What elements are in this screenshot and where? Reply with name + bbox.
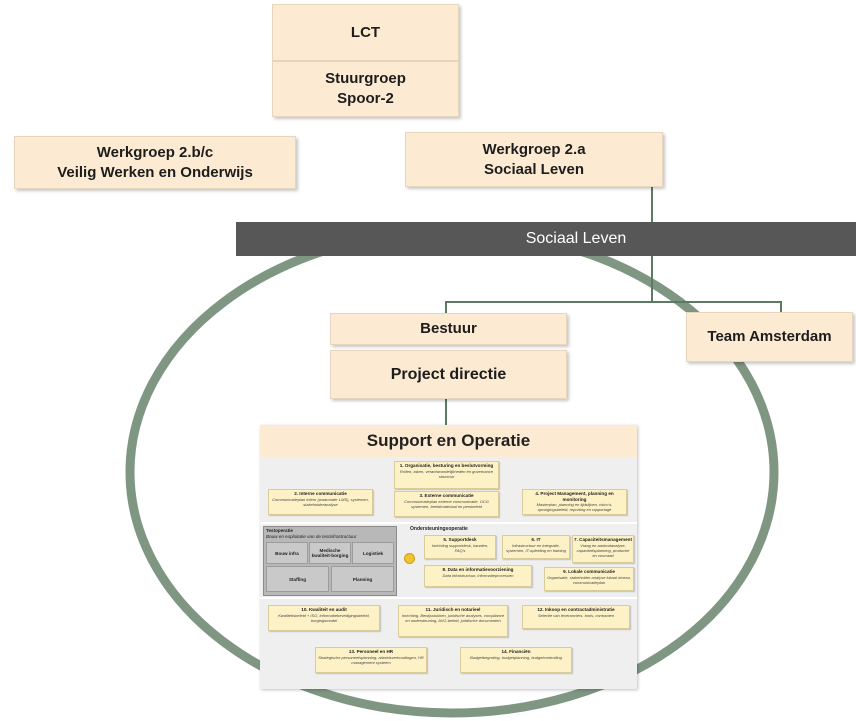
item-13-desc: Strategische personeelsplanning, arbeids…: [318, 654, 424, 665]
stuurgroep-box: Stuurgroep Spoor-2: [272, 61, 459, 117]
item-10-card: 10. Kwaliteit en audit Kwaliteitsbeleid …: [268, 605, 380, 631]
item-4-title: 4. Project Management, planning en monit…: [535, 491, 614, 502]
sociaal-leven-banner: Sociaal Leven: [236, 222, 856, 256]
ondersteuning-icon: [404, 553, 415, 564]
item-12-card: 12. Inkoop en contractadministratie Sele…: [522, 605, 630, 629]
bestuur-label: Bestuur: [420, 320, 477, 337]
item-2-desc: Communicatieplan intern (waaronder LMS),…: [272, 496, 369, 507]
item-14-desc: Budgetbegroting, budgetplanning, budgetc…: [470, 654, 562, 660]
cell-bouw-infra: Bouw infra: [266, 542, 308, 564]
stuurgroep-label-line1: Stuurgroep: [325, 70, 406, 87]
support-operatie-label: Support en Operatie: [366, 431, 531, 450]
support-operatie-title: Support en Operatie: [260, 425, 637, 457]
cell-logistiek: Logistiek: [352, 542, 394, 564]
panel-separator-1: [260, 522, 637, 524]
item-6-title: 6. IT: [531, 537, 541, 542]
item-13-card: 13. Personeel en HR Strategische persone…: [315, 647, 427, 673]
connector-branch: [445, 301, 782, 313]
item-4-desc: Masterplan, planning en tijdslijnen, ris…: [536, 502, 613, 513]
item-3-desc: Communicatieplan externe communicatie, O…: [404, 498, 489, 509]
bestuur-box: Bestuur: [330, 313, 567, 345]
cell-planning: Planning: [331, 566, 394, 592]
werkgroep-left-line1: Werkgroep 2.b/c: [96, 143, 214, 161]
lct-label: LCT: [350, 23, 381, 41]
item-2-card: 2. Interne communicatie Communicatieplan…: [268, 489, 373, 515]
item-9-desc: Organisatie, stakeholder analyse lokaal …: [547, 574, 631, 585]
item-9-title: 9. Lokale communicatie: [563, 569, 615, 574]
item-11-desc: Inrichting, Bewijsstukken, juridische an…: [401, 612, 505, 623]
item-3-card: 3. Externe communicatie Communicatieplan…: [394, 491, 499, 517]
item-1-desc: Rollen, taken, verantwoordelijkheden en …: [399, 468, 494, 479]
panel-separator-2: [260, 597, 637, 599]
item-12-title: 12. Inkoop en contractadministratie: [537, 607, 615, 612]
item-6-card: 6. IT Infrastructuur en integratie, syst…: [502, 535, 570, 559]
ondersteuning-title: Ondersteuningsoperatie: [410, 526, 468, 532]
werkgroep-left-box: Werkgroep 2.b/c Veilig Werken en Onderwi…: [14, 136, 296, 189]
item-5-desc: Inrichting supportdesk, kanalen, FAQ's: [431, 542, 489, 553]
project-directie-box: Project directie: [330, 350, 567, 399]
item-8-card: 8. Data en informatievoorziening Data in…: [424, 565, 532, 587]
werkgroep-left-line2: Veilig Werken en Onderwijs: [57, 163, 253, 181]
item-1-card: 1. Organisatie, besturing en beslutvormi…: [394, 461, 499, 489]
item-13-title: 13. Personeel en HR: [348, 649, 394, 654]
item-12-desc: Selectie van leveranciers, tools, contra…: [537, 612, 615, 618]
werkgroep-right-line2: Sociaal Leven: [483, 160, 585, 178]
support-operatie-panel: Support en Operatie 1. Organisatie, best…: [260, 425, 637, 689]
testoperatie-block: Testoperatie Bouw en exploitatie van de …: [263, 526, 397, 596]
team-amsterdam-label: Team Amsterdam: [707, 328, 832, 345]
testoperatie-subtitle: Bouw en exploitatie van de testinfrastru…: [266, 534, 357, 539]
item-7-desc: Vraag en aanbodanalyse, capaciteitsplann…: [576, 542, 630, 558]
cell-staffing: Staffing: [266, 566, 329, 592]
cell-medische-kwaliteitborging: Medische kwaliteit-borging: [309, 542, 351, 564]
item-9-card: 9. Lokale communicatie Organisatie, stak…: [544, 567, 634, 591]
item-5-card: 5. Supportdesk Inrichting supportdesk, k…: [424, 535, 496, 559]
item-14-card: 14. Financiën Budgetbegroting, budgetpla…: [460, 647, 572, 673]
banner-label: Sociaal Leven: [525, 230, 627, 247]
team-amsterdam-box: Team Amsterdam: [686, 312, 853, 362]
stuurgroep-label-line2: Spoor-2: [337, 90, 394, 107]
werkgroep-right-box: Werkgroep 2.a Sociaal Leven: [405, 132, 663, 187]
item-5-title: 5. Supportdesk: [443, 537, 477, 542]
item-7-title: 7. Capaciteitsmanagement: [574, 537, 632, 542]
item-11-card: 11. Juridisch en notarieel Inrichting, B…: [398, 605, 508, 637]
lct-box: LCT: [272, 4, 459, 61]
item-4-card: 4. Project Management, planning en monit…: [522, 489, 627, 515]
item-7-card: 7. Capaciteitsmanagement Vraag en aanbod…: [572, 535, 634, 563]
item-2-title: 2. Interne communicatie: [294, 491, 347, 496]
item-6-desc: Infrastructuur en integratie, systemen, …: [506, 542, 566, 553]
item-8-title: 8. Data en informatievoorziening: [442, 567, 514, 572]
testoperatie-title: Testoperatie: [266, 528, 293, 533]
project-directie-label: Project directie: [390, 365, 507, 383]
item-8-desc: Data infrastructuur, informatieprocessen: [442, 572, 514, 578]
werkgroep-right-line1: Werkgroep 2.a: [482, 140, 586, 158]
item-11-title: 11. Juridisch en notarieel: [425, 607, 481, 612]
item-3-title: 3. Externe communicatie: [419, 493, 474, 498]
item-14-title: 14. Financiën: [501, 649, 531, 654]
item-10-title: 10. Kwaliteit en audit: [301, 607, 347, 612]
item-10-desc: Kwaliteitsbeleid + ISO, informatiebeveil…: [278, 612, 370, 623]
item-1-title: 1. Organisatie, besturing en beslutvormi…: [399, 463, 494, 468]
